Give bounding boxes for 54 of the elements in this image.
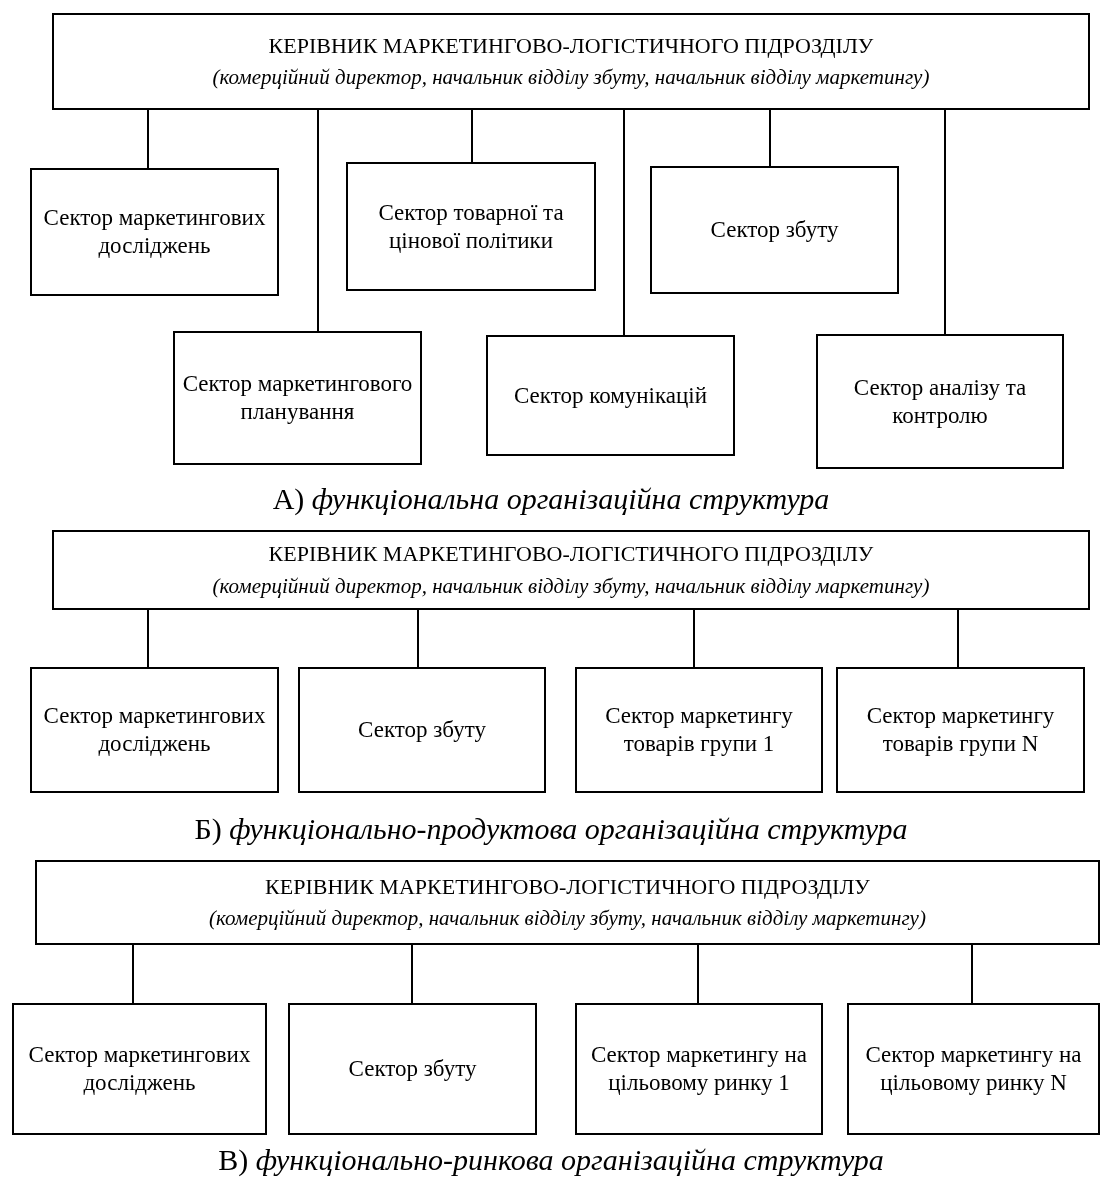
connector-line bbox=[971, 944, 973, 1004]
manager-box bbox=[52, 13, 1090, 110]
connector-line bbox=[411, 944, 413, 1004]
node-title: Сектор збуту bbox=[348, 1055, 477, 1083]
node-title: Сектор маркетингу товарів групи N bbox=[865, 702, 1056, 758]
diagram-caption: В) функціонально-ринкова організаційна структура bbox=[218, 1143, 884, 1177]
connector-line bbox=[944, 109, 946, 335]
sector-box bbox=[298, 667, 546, 793]
sector-box bbox=[650, 166, 899, 294]
node-title: Сектор товарної та цінової політики bbox=[377, 198, 565, 255]
connector-line bbox=[471, 109, 473, 163]
diagram-caption: Б) функціонально-продуктова організаційна структура bbox=[194, 812, 908, 846]
diagram-caption: А) функціональна організаційна структура bbox=[272, 482, 830, 516]
node-title: Сектор маркетингу на цільовому ринку 1 bbox=[590, 1041, 808, 1097]
sector-box bbox=[847, 1003, 1100, 1135]
connector-line bbox=[623, 109, 625, 336]
sector-box bbox=[12, 1003, 267, 1135]
sector-box bbox=[30, 667, 279, 793]
node-title: КЕРІВНИК МАРКЕТИНГОВО-ЛОГІСТИЧНОГО ПІДРОЗДІЛУ bbox=[268, 541, 874, 568]
connector-line bbox=[147, 109, 149, 169]
node-title: Сектор маркетингу товарів групи 1 bbox=[604, 702, 794, 758]
node-title: Сектор збуту bbox=[710, 216, 839, 244]
node-title: Сектор збуту bbox=[358, 716, 486, 744]
connector-line bbox=[769, 109, 771, 167]
connector-line bbox=[317, 109, 319, 332]
node-title: Сектор маркетингових досліджень bbox=[42, 204, 267, 260]
manager-box bbox=[35, 860, 1100, 945]
sector-box bbox=[486, 335, 735, 456]
node-title: КЕРІВНИК МАРКЕТИНГОВО-ЛОГІСТИЧНОГО ПІДРОЗДІЛУ bbox=[265, 873, 870, 901]
connector-line bbox=[697, 944, 699, 1004]
sector-box bbox=[288, 1003, 537, 1135]
connector-line bbox=[693, 609, 695, 668]
node-title: Сектор маркетингових досліджень bbox=[27, 1041, 252, 1097]
sector-box bbox=[346, 162, 596, 291]
sector-box bbox=[30, 168, 279, 296]
node-title: Сектор аналізу та контролю bbox=[852, 373, 1028, 430]
sector-box bbox=[836, 667, 1085, 793]
connector-line bbox=[957, 609, 959, 668]
sector-box bbox=[575, 667, 823, 793]
node-title: Сектор маркетингового планування bbox=[181, 370, 414, 426]
connector-line bbox=[132, 944, 134, 1004]
node-subtitle: (комерційний директор, начальник відділу збуту, начальник відділу маркетингу) bbox=[209, 906, 926, 932]
node-title: Сектор комунікацій bbox=[513, 381, 708, 410]
node-title: КЕРІВНИК МАРКЕТИНГОВО-ЛОГІСТИЧНОГО ПІДРОЗДІЛУ bbox=[268, 32, 874, 60]
sector-box bbox=[816, 334, 1064, 469]
sector-box bbox=[173, 331, 422, 465]
node-title: Сектор маркетингу на цільовому ринку N bbox=[864, 1041, 1083, 1097]
sector-box bbox=[575, 1003, 823, 1135]
manager-box bbox=[52, 530, 1090, 610]
connector-line bbox=[417, 609, 419, 668]
node-title: Сектор маркетингових досліджень bbox=[42, 702, 267, 758]
node-subtitle: (комерційний директор, начальник відділу збуту, начальник відділу маркетингу) bbox=[212, 573, 930, 599]
connector-line bbox=[147, 609, 149, 668]
node-subtitle: (комерційний директор, начальник відділу збуту, начальник відділу маркетингу) bbox=[212, 65, 930, 91]
